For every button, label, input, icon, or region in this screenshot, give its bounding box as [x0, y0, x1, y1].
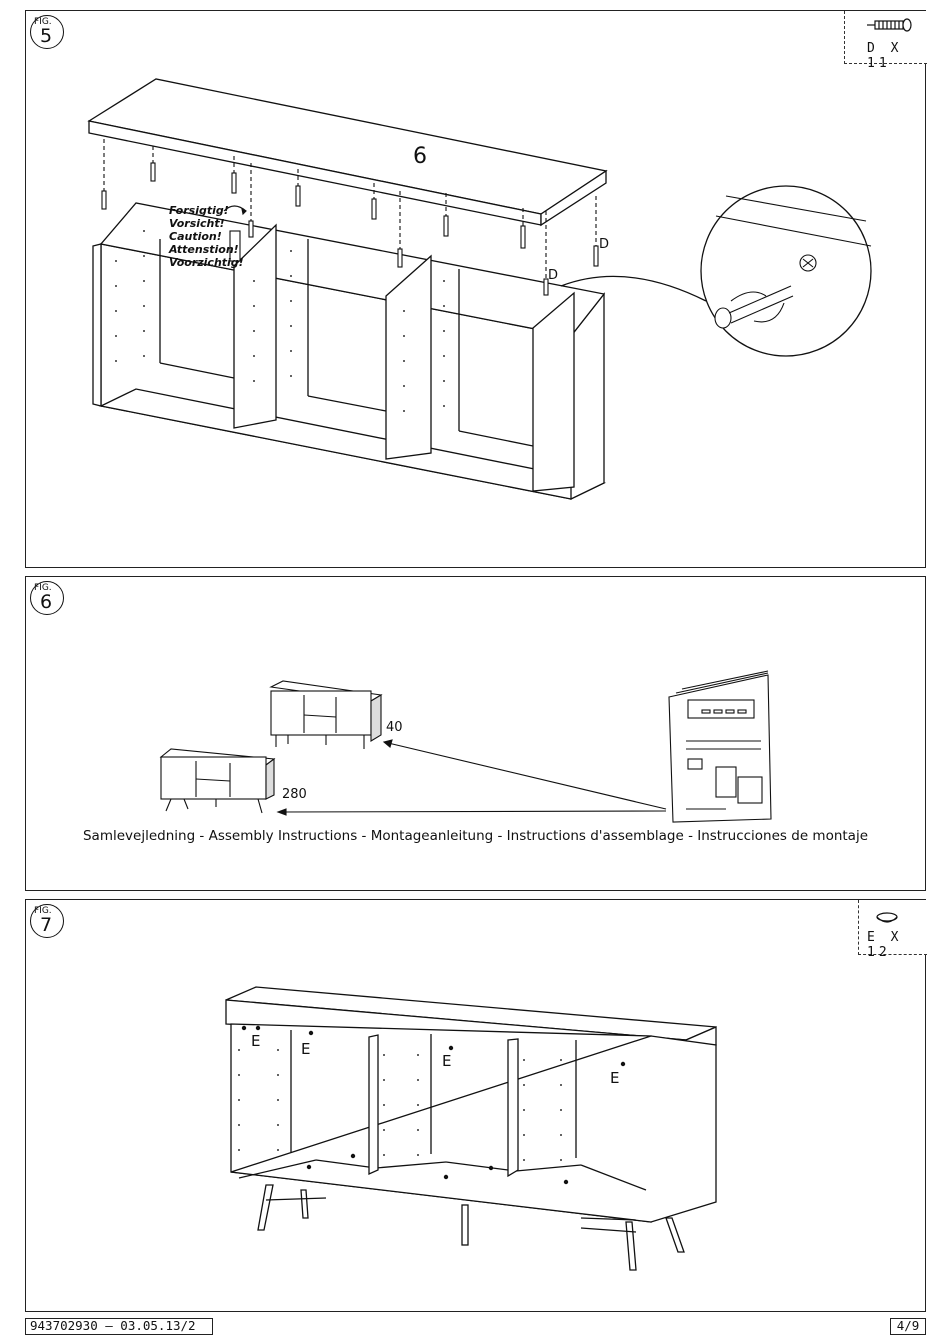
fig6-badge: FIG. 6 [30, 581, 66, 617]
warning-line: Caution! [169, 230, 222, 243]
fig5-badge-label: FIG. [34, 17, 52, 27]
fig7-label-e: E [251, 1032, 261, 1050]
fig7-label-e: E [610, 1069, 620, 1087]
fig5-panel-number: 6 [413, 144, 427, 169]
fig5-badge-number: 5 [40, 25, 53, 47]
warning-line: Vorsicht! [169, 217, 225, 230]
fig7-label-e: E [442, 1052, 452, 1070]
fig5-part-letter: D [548, 268, 559, 283]
felt-pad-icon [876, 912, 898, 923]
fig6-illustration [159, 670, 772, 823]
warning-line: Forsigtig! [169, 204, 229, 217]
fig7-label-e: E [301, 1040, 311, 1058]
footer-doc-code: 943702930 – 03.05.13/2 [25, 1318, 213, 1335]
fig7-illustration [225, 986, 717, 1271]
fig6-badge-number: 6 [40, 591, 53, 613]
fig7-badge: FIG. 7 [30, 904, 66, 940]
fig6-panel: FIG. 6 [25, 576, 926, 891]
fig6-caption: Samlevejledning - Assembly Instructions … [82, 828, 869, 844]
fig5-parts-box: D X 11 [844, 11, 927, 71]
fig5-illustration [87, 78, 872, 501]
fig5-warning-text: Forsigtig! Vorsicht! Caution! Attenstion… [169, 204, 244, 269]
dowel-screw-icon [867, 18, 912, 32]
fig6-ref-page: 280 [282, 787, 307, 802]
fig5-badge: FIG. 5 [30, 15, 66, 51]
fig6-badge-label: FIG. [34, 583, 52, 593]
fig7-badge-label: FIG. [34, 906, 52, 916]
warning-line: Voorzichtig! [169, 256, 244, 269]
warning-line: Attenstion! [169, 243, 239, 256]
fig5-part-letter: D [599, 237, 610, 252]
fig7-badge-number: 7 [40, 914, 53, 936]
fig7-panel: FIG. 7 E X 12 [25, 899, 927, 1312]
fig7-part-qty: E X 12 [867, 930, 903, 960]
fig7-parts-box: E X 12 [858, 900, 927, 960]
fig5-panel: FIG. 5 D X 11 [25, 10, 927, 568]
fig5-part-qty: D X 11 [867, 41, 903, 71]
fig6-ref-page: 40 [386, 720, 403, 735]
footer-page-number: 4/9 [890, 1318, 926, 1335]
